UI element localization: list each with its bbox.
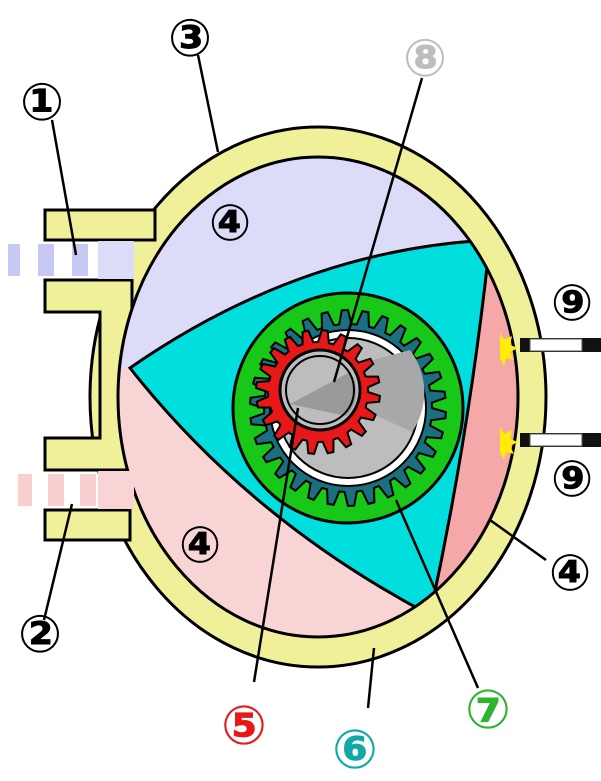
label-9-spark-lower: ⑨	[551, 450, 593, 508]
label-3-housing: ③	[168, 9, 212, 69]
label-2-exhaust: ②	[18, 605, 62, 665]
label-8-shaft: ⑧	[403, 29, 447, 89]
label-1-intake: ①	[20, 73, 64, 133]
label-5-stationary-gear: ⑤	[221, 694, 267, 757]
label-4-chamber-right: ④	[549, 544, 591, 602]
label-6-rotor: ⑥	[332, 718, 378, 781]
label-7-ring-gear: ⑦	[465, 678, 511, 741]
gear-assembly	[233, 293, 463, 523]
label-4-chamber-top: ④	[209, 194, 251, 252]
label-9-spark-upper: ⑨	[551, 274, 593, 332]
label-4-chamber-bottom: ④	[179, 516, 221, 574]
